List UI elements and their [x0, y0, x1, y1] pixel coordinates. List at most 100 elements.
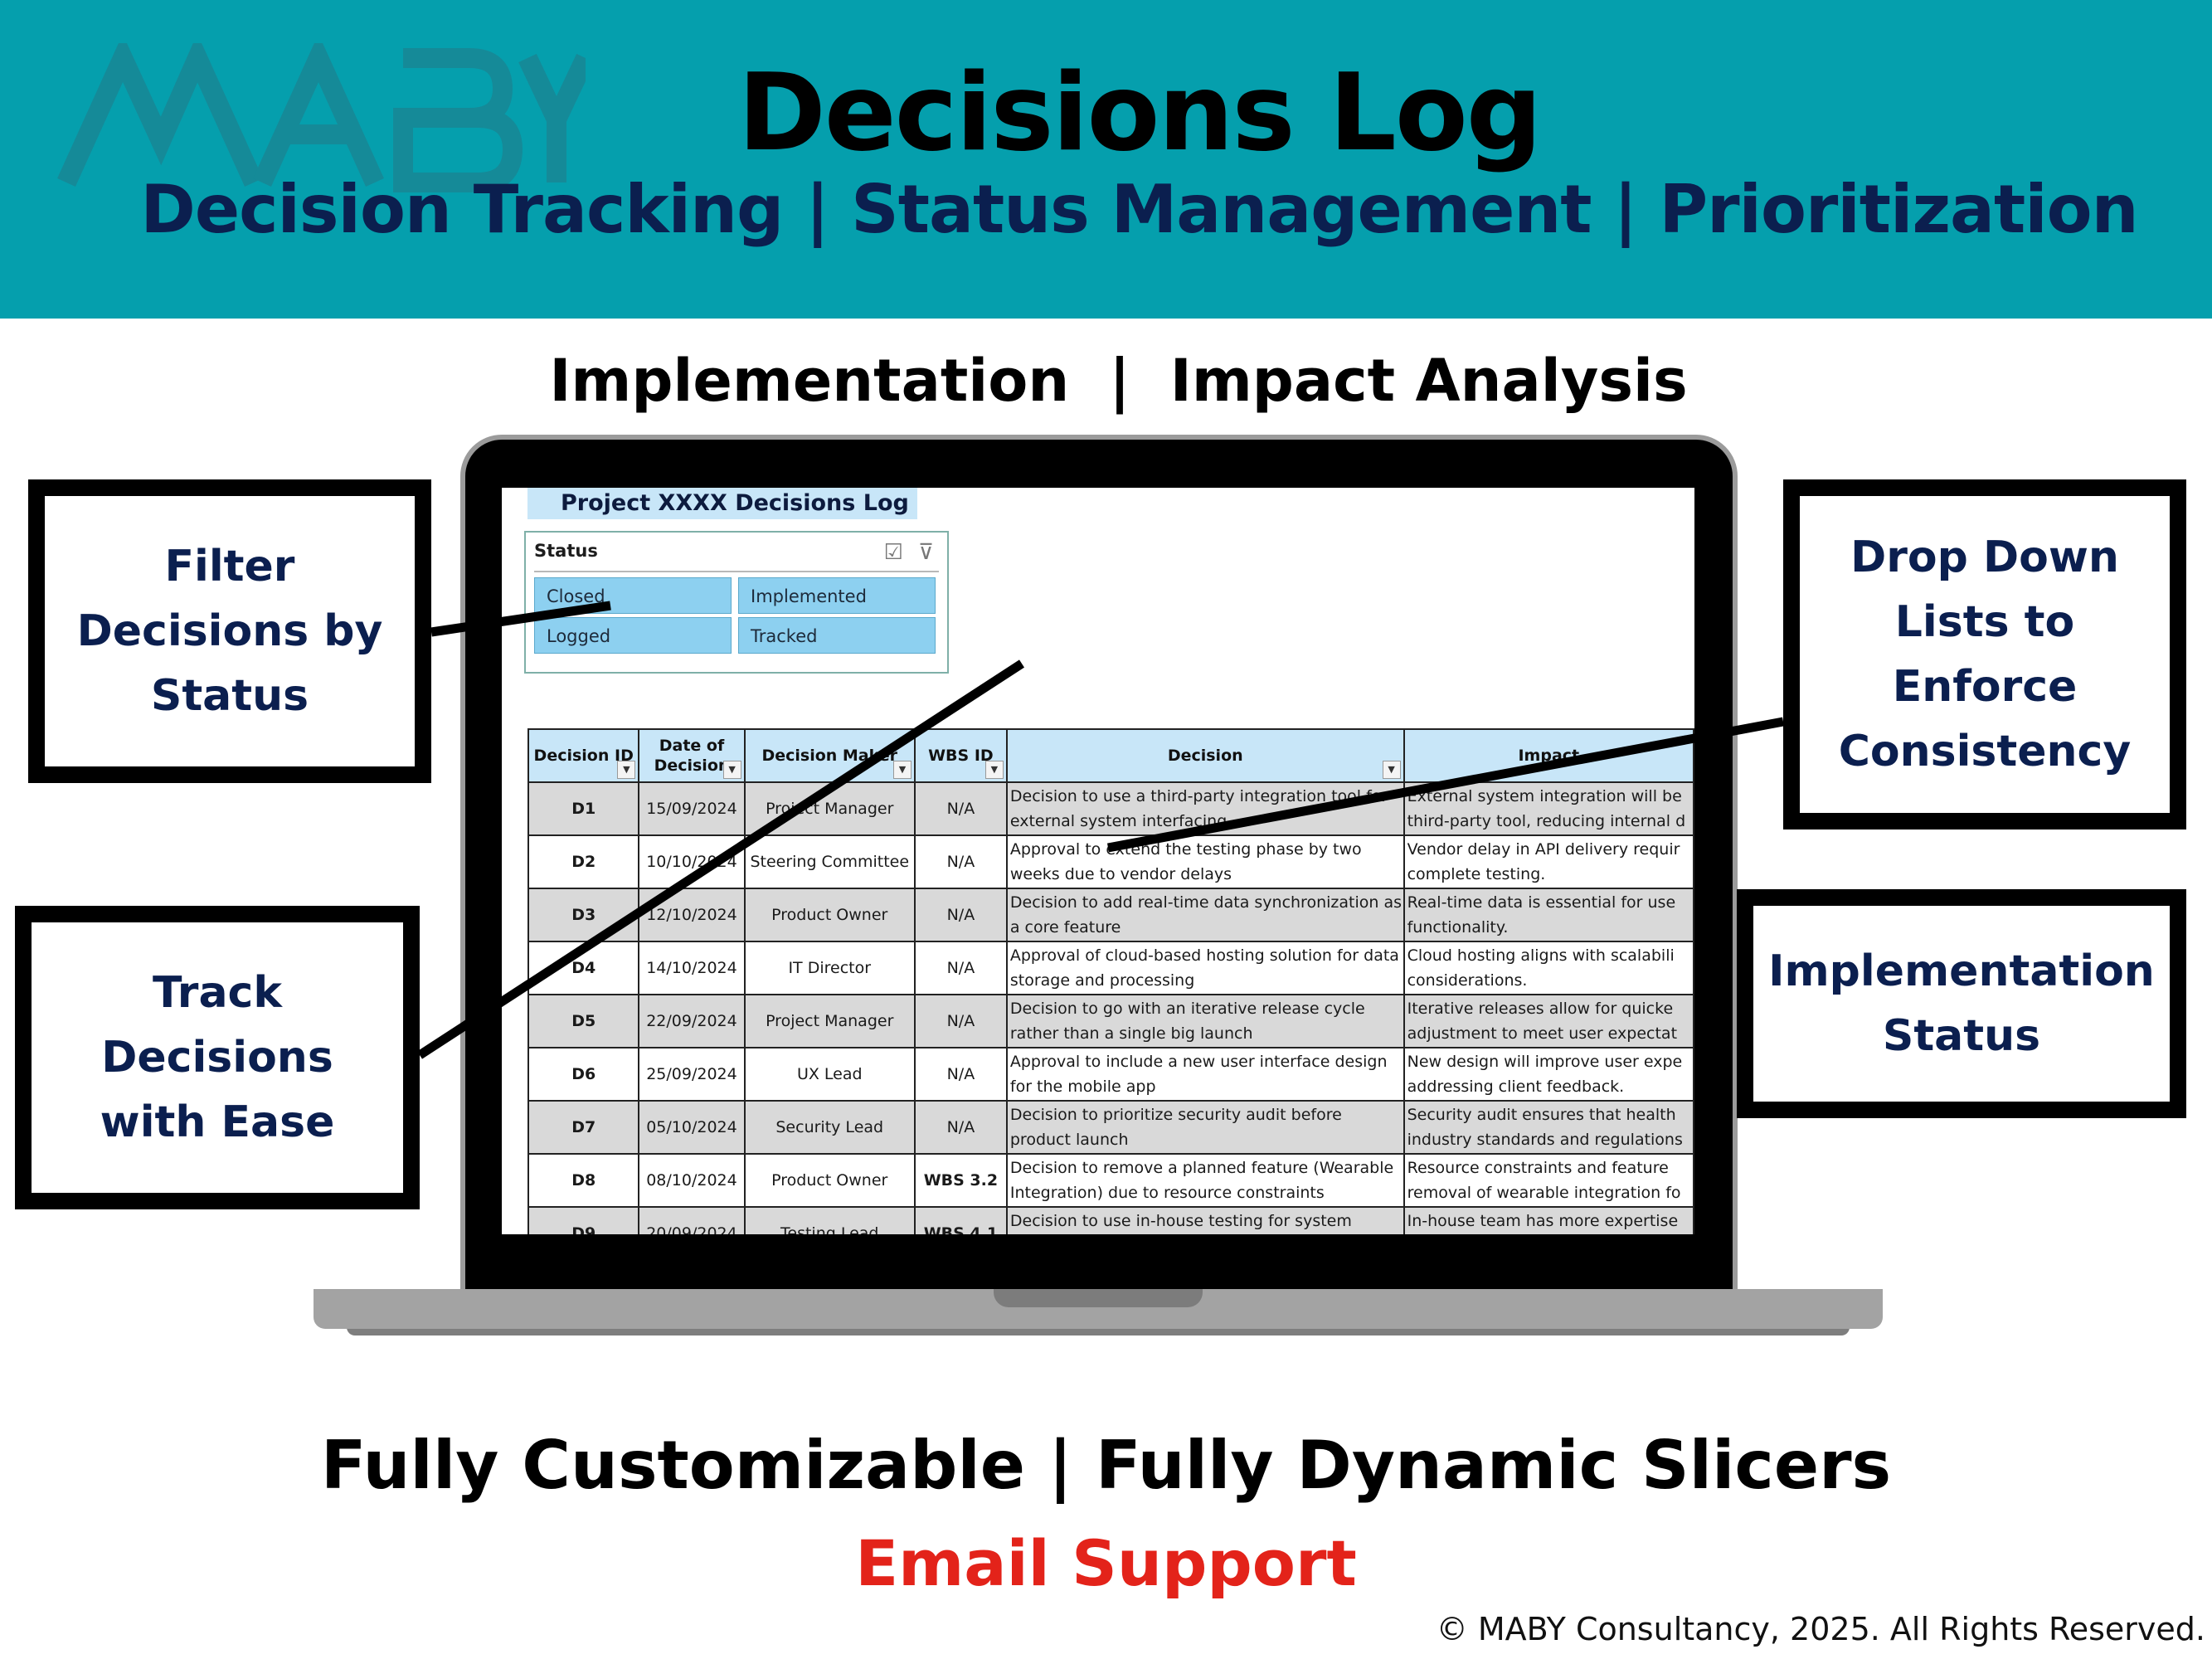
cell-wbs-id[interactable]: N/A [913, 941, 1008, 995]
page-title: Decisions Log [737, 51, 1543, 175]
table-row[interactable]: D6 25/09/2024 UX Lead N/A Approval to in… [527, 1047, 1694, 1102]
cell-decision-id[interactable]: D8 [527, 1153, 640, 1208]
cell-decision-id[interactable]: D1 [527, 781, 640, 836]
cell-impact[interactable]: Security audit ensures that health indus… [1403, 1100, 1694, 1155]
cell-decision-id[interactable]: D4 [527, 941, 640, 995]
column-header-decision: Decision▼ [1005, 728, 1405, 783]
cell-date[interactable]: 12/10/2024 [638, 888, 746, 942]
cell-impact[interactable]: Resource constraints and feature removal… [1403, 1153, 1694, 1208]
column-header-date: Date of Decision▼ [638, 728, 746, 783]
column-header-wbs-id: WBS ID▼ [913, 728, 1008, 783]
cell-decision-maker[interactable]: Product Owner [743, 1153, 916, 1208]
cell-date[interactable]: 22/09/2024 [638, 994, 746, 1048]
table-row[interactable]: D1 15/09/2024 Project Manager N/A Decisi… [527, 781, 1694, 836]
laptop-screen: Project XXXX Decisions Log Status ☑ ⊽ Cl… [502, 488, 1694, 1234]
cell-decision-maker[interactable]: IT Director [743, 941, 916, 995]
cell-decision-maker[interactable]: UX Lead [743, 1047, 916, 1102]
cell-wbs-id[interactable]: N/A [913, 781, 1008, 836]
cell-wbs-id[interactable]: N/A [913, 1047, 1008, 1102]
cell-wbs-id[interactable]: WBS 4.1 [913, 1206, 1008, 1234]
table-row[interactable]: D3 12/10/2024 Product Owner N/A Decision… [527, 888, 1694, 942]
cell-date[interactable]: 20/09/2024 [638, 1206, 746, 1234]
sheet-title: Project XXXX Decisions Log [527, 488, 917, 519]
cell-decision-maker[interactable]: Project Manager [743, 781, 916, 836]
cell-decision[interactable]: Decision to go with an iterative release… [1005, 994, 1405, 1048]
cell-decision-id[interactable]: D7 [527, 1100, 640, 1155]
filter-dropdown-icon[interactable]: ▼ [984, 761, 1004, 779]
cell-wbs-id[interactable]: N/A [913, 834, 1008, 889]
cell-date[interactable]: 15/09/2024 [638, 781, 746, 836]
cell-date[interactable]: 10/10/2024 [638, 834, 746, 889]
cell-decision-id[interactable]: D9 [527, 1206, 640, 1234]
cell-impact[interactable]: Cloud hosting aligns with scalabili cons… [1403, 941, 1694, 995]
slicer-option-closed[interactable]: Closed [534, 577, 732, 614]
header-banner: Decisions Log Decision Tracking | Status… [0, 0, 2212, 319]
cell-decision[interactable]: Approval to include a new user interface… [1005, 1047, 1405, 1102]
cell-impact[interactable]: Iterative releases allow for quicke adju… [1403, 994, 1694, 1048]
column-header-decision-id: Decision ID▼ [527, 728, 640, 783]
filter-dropdown-icon[interactable]: ▼ [1382, 761, 1401, 779]
cell-decision-id[interactable]: D2 [527, 834, 640, 889]
cell-impact[interactable]: External system integration will be thir… [1403, 781, 1694, 836]
cell-decision[interactable]: Decision to prioritize security audit be… [1005, 1100, 1405, 1155]
multi-select-icon[interactable]: ☑ [883, 539, 903, 564]
callout-drop-down-lists: Drop Down Lists to Enforce Consistency [1783, 479, 2186, 830]
cell-wbs-id[interactable]: N/A [913, 888, 1008, 942]
slicer-option-logged[interactable]: Logged [534, 617, 732, 654]
slicer-divider [534, 571, 939, 572]
table-row[interactable]: D4 14/10/2024 IT Director N/A Approval o… [527, 941, 1694, 995]
headline-left: Implementation [549, 347, 1070, 415]
cell-decision-maker[interactable]: Security Lead [743, 1100, 916, 1155]
slicer-option-implemented[interactable]: Implemented [738, 577, 936, 614]
cell-decision-id[interactable]: D5 [527, 994, 640, 1048]
cell-impact[interactable]: Real-time data is essential for use func… [1403, 888, 1694, 942]
cell-impact[interactable]: In-house team has more expertise [1403, 1206, 1694, 1234]
cell-date[interactable]: 14/10/2024 [638, 941, 746, 995]
cell-date[interactable]: 25/09/2024 [638, 1047, 746, 1102]
cell-decision-maker[interactable]: Product Owner [743, 888, 916, 942]
cell-decision[interactable]: Approval of cloud-based hosting solution… [1005, 941, 1405, 995]
filter-dropdown-icon[interactable]: ▼ [892, 761, 912, 779]
cell-impact[interactable]: Vendor delay in API delivery requir comp… [1403, 834, 1694, 889]
cell-decision[interactable]: Approval to extend the testing phase by … [1005, 834, 1405, 889]
headline-right: Impact Analysis [1169, 347, 1688, 415]
filter-dropdown-icon[interactable]: ▼ [722, 761, 741, 779]
callout-filter-by-status: Filter Decisions by Status [28, 479, 431, 783]
slicer-title: Status [534, 541, 598, 561]
cell-wbs-id[interactable]: WBS 3.2 [913, 1153, 1008, 1208]
copyright-notice: © MABY Consultancy, 2025. All Rights Res… [1436, 1611, 2205, 1647]
cell-impact[interactable]: New design will improve user expe addres… [1403, 1047, 1694, 1102]
headline-separator: | [1109, 347, 1130, 415]
cell-date[interactable]: 08/10/2024 [638, 1153, 746, 1208]
maby-logo [57, 43, 586, 192]
cell-decision[interactable]: Decision to remove a planned feature (We… [1005, 1153, 1405, 1208]
table-row[interactable]: D2 10/10/2024 Steering Committee N/A App… [527, 834, 1694, 889]
decisions-table: Decision ID▼ Date of Decision▼ Decision … [527, 728, 1694, 1234]
table-header-row: Decision ID▼ Date of Decision▼ Decision … [527, 728, 1694, 783]
slicer-option-tracked[interactable]: Tracked [738, 617, 936, 654]
cell-decision[interactable]: Decision to use a third-party integratio… [1005, 781, 1405, 836]
feature-footer: Fully Customizable | Fully Dynamic Slice… [320, 1427, 1892, 1504]
laptop-notch [994, 1289, 1203, 1307]
cell-decision-id[interactable]: D6 [527, 1047, 640, 1102]
cell-decision-maker[interactable]: Project Manager [743, 994, 916, 1048]
column-header-decision-maker: Decision Maker▼ [743, 728, 916, 783]
cell-date[interactable]: 05/10/2024 [638, 1100, 746, 1155]
table-row[interactable]: D5 22/09/2024 Project Manager N/A Decisi… [527, 994, 1694, 1048]
callout-implementation-status: Implementation Status [1737, 889, 2186, 1118]
table-row[interactable]: D7 05/10/2024 Security Lead N/A Decision… [527, 1100, 1694, 1155]
cell-decision[interactable]: Decision to add real-time data synchroni… [1005, 888, 1405, 942]
callout-track-decisions: Track Decisions with Ease [15, 906, 420, 1209]
cell-wbs-id[interactable]: N/A [913, 1100, 1008, 1155]
cell-decision-maker[interactable]: Steering Committee [743, 834, 916, 889]
filter-dropdown-icon[interactable]: ▼ [617, 761, 636, 779]
cell-decision-maker[interactable]: Testing Lead [743, 1206, 916, 1234]
feature-headline: Implementation | Impact Analysis [0, 347, 2212, 415]
clear-filter-icon[interactable]: ⊽ [917, 539, 934, 564]
table-row[interactable]: D8 08/10/2024 Product Owner WBS 3.2 Deci… [527, 1153, 1694, 1208]
cell-decision-id[interactable]: D3 [527, 888, 640, 942]
cell-decision[interactable]: Decision to use in-house testing for sys… [1005, 1206, 1405, 1234]
table-row[interactable]: D9 20/09/2024 Testing Lead WBS 4.1 Decis… [527, 1206, 1694, 1234]
cell-wbs-id[interactable]: N/A [913, 994, 1008, 1048]
page-subtitle: Decision Tracking | Status Management | … [140, 171, 2138, 248]
